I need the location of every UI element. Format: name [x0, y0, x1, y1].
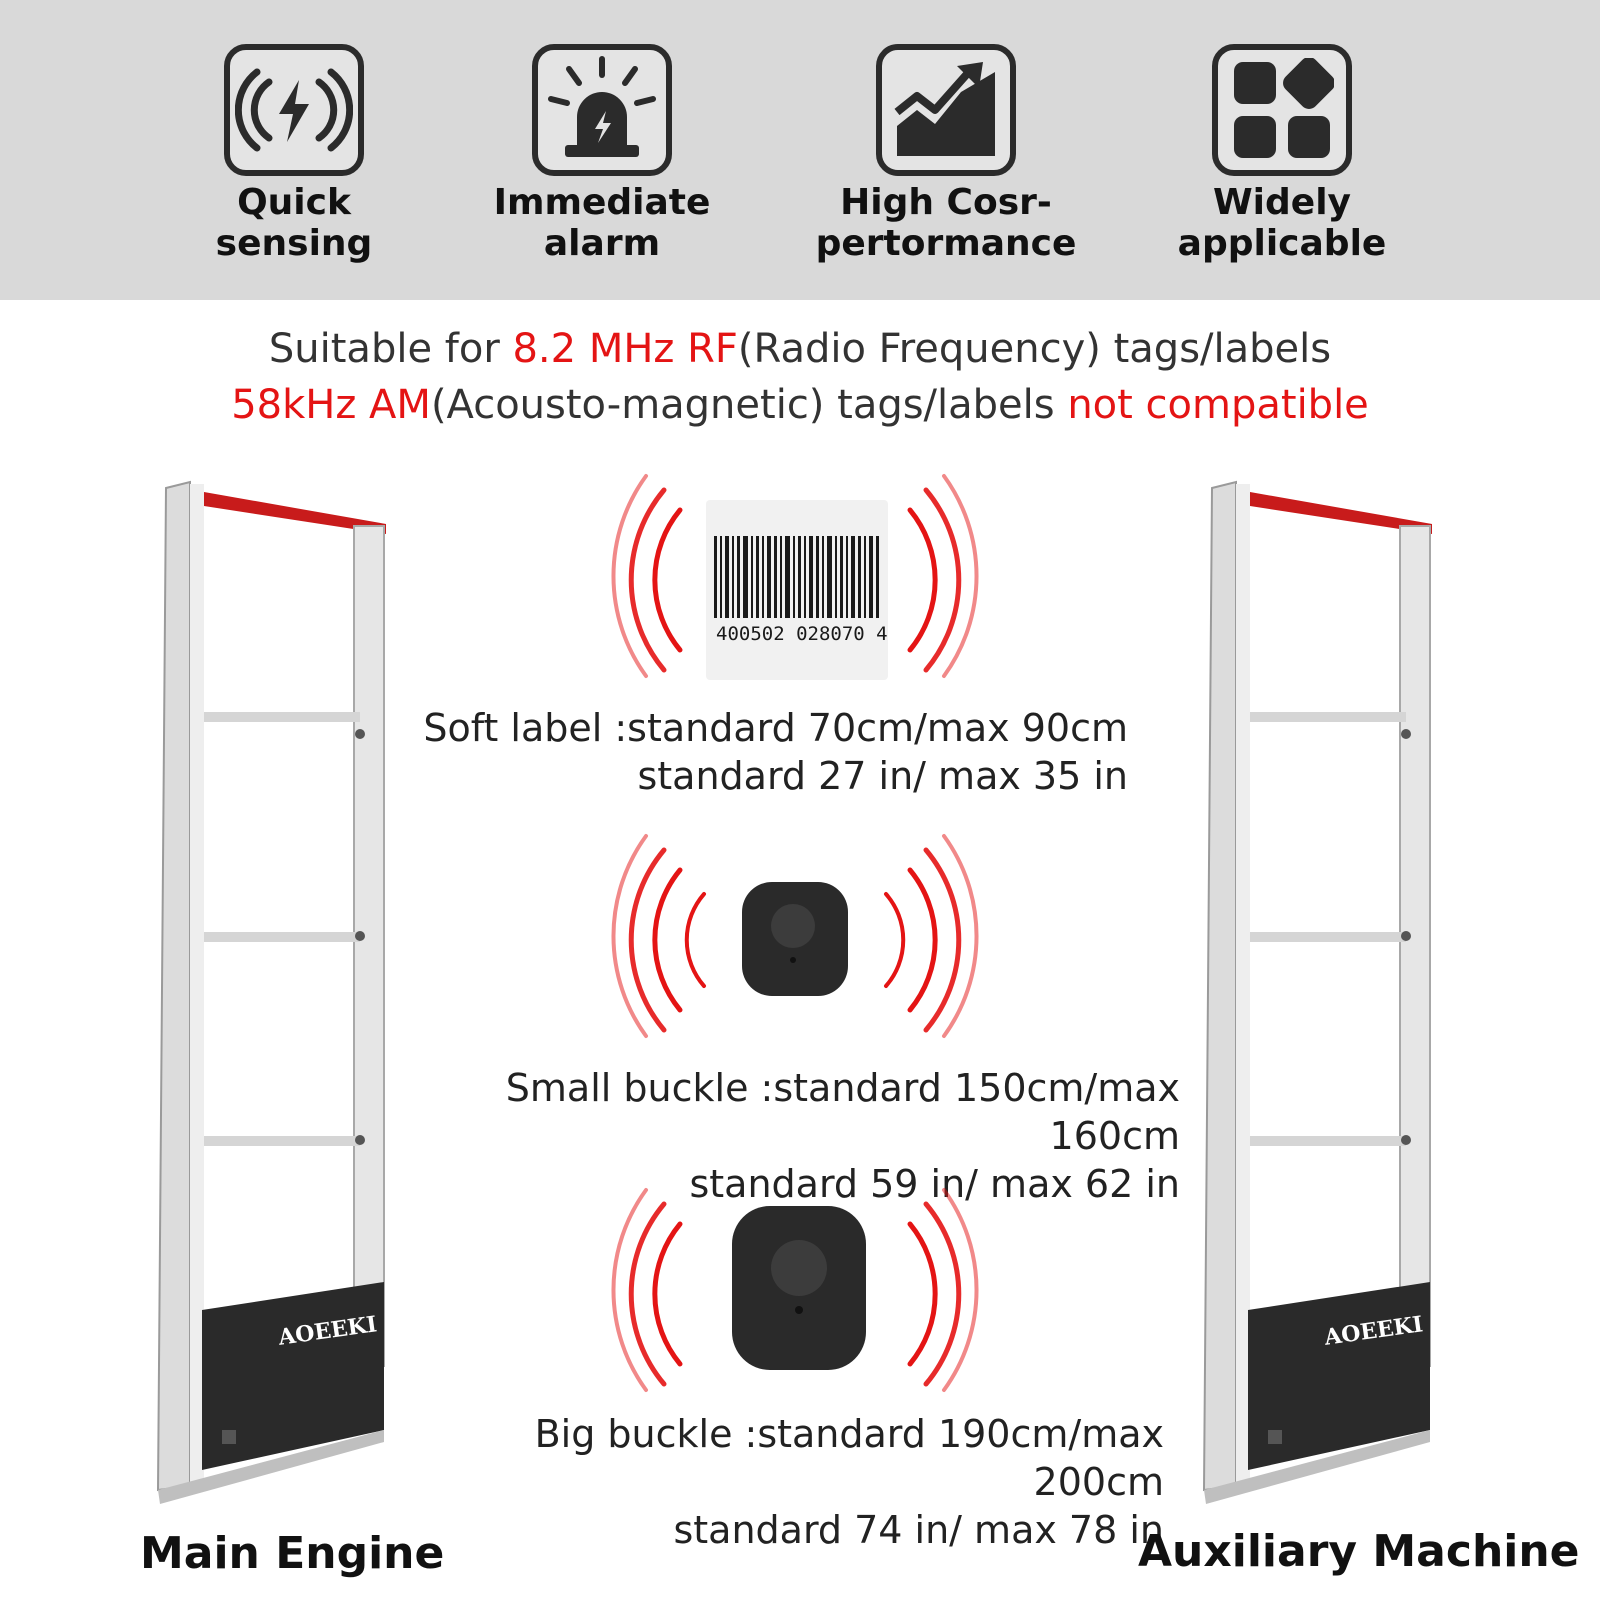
feature-high-cost-performance: High Cosr- pertormance: [796, 44, 1096, 264]
soft-label-barcode: 400502 028070 4(: [706, 500, 888, 680]
big-buckle-spec: Big buckle :standard 190cm/max 200cm sta…: [534, 1412, 1164, 1552]
feature-quick-sensing: Quick sensing: [144, 44, 444, 264]
feature-label: Immediate alarm: [493, 182, 711, 264]
signal-waves-icon: [611, 834, 979, 1038]
auxiliary-machine-label: Auxiliary Machine: [1138, 1526, 1580, 1577]
main-engine-gate: [156, 480, 386, 1504]
soft-label-spec: Soft label :standard 70cm/max 90cm stand…: [423, 706, 1128, 798]
apps-grid-icon: [1212, 44, 1352, 176]
feature-immediate-alarm: Immediate alarm: [452, 44, 752, 264]
feature-label: Quick sensing: [215, 182, 373, 264]
signal-waves-icon: [611, 1188, 979, 1392]
feature-label: Widely applicable: [1177, 182, 1387, 264]
rising-chart-icon: [876, 44, 1016, 176]
svg-text:400502 028070 4(: 400502 028070 4(: [716, 623, 888, 645]
compatibility-line-1: Suitable for 8.2 MHz RF(Radio Frequency)…: [268, 326, 1332, 372]
auxiliary-machine-gate: [1202, 480, 1432, 1504]
signal-waves-icon: [611, 474, 979, 678]
feature-label: High Cosr- pertormance: [815, 182, 1077, 264]
small-buckle-spec: Small buckle :standard 150cm/max 160cm s…: [505, 1066, 1180, 1206]
main-engine-label: Main Engine: [140, 1528, 445, 1579]
wireless-charge-icon: [224, 44, 364, 176]
alarm-siren-icon: [532, 44, 672, 176]
feature-widely-applicable: Widely applicable: [1132, 44, 1432, 264]
compatibility-line-2: 58kHz AM(Acousto-magnetic) tags/labels n…: [231, 382, 1369, 428]
